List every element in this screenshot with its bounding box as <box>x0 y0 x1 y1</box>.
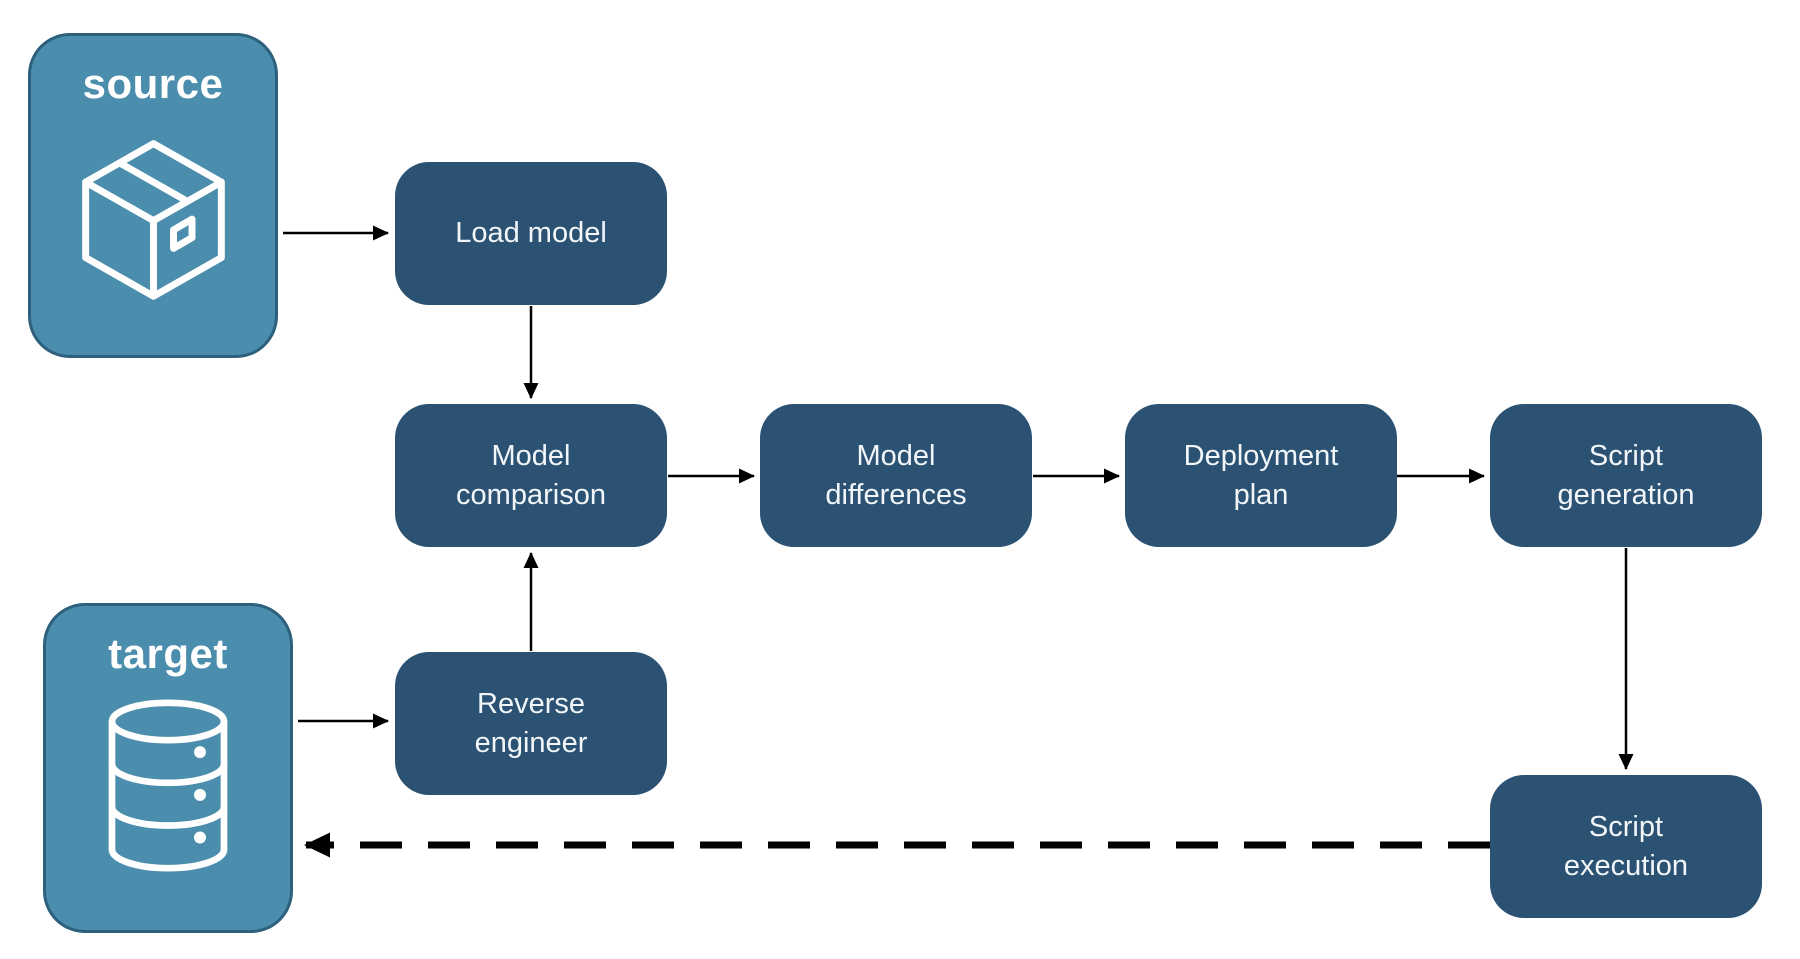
node-deployment-plan: Deployment plan <box>1125 404 1397 547</box>
database-icon <box>88 692 248 879</box>
endpoint-target: target <box>43 603 293 933</box>
node-reverse-engineer: Reverse engineer <box>395 652 667 795</box>
node-model-comparison: Model comparison <box>395 404 667 547</box>
node-script-generation: Script generation <box>1490 404 1762 547</box>
endpoint-source: source <box>28 33 278 358</box>
source-label: source <box>82 60 224 107</box>
node-script-execution: Script execution <box>1490 775 1762 918</box>
package-icon <box>61 122 246 307</box>
target-label: target <box>108 630 228 677</box>
node-load-model: Load model <box>395 162 667 305</box>
node-model-differences: Model differences <box>760 404 1032 547</box>
